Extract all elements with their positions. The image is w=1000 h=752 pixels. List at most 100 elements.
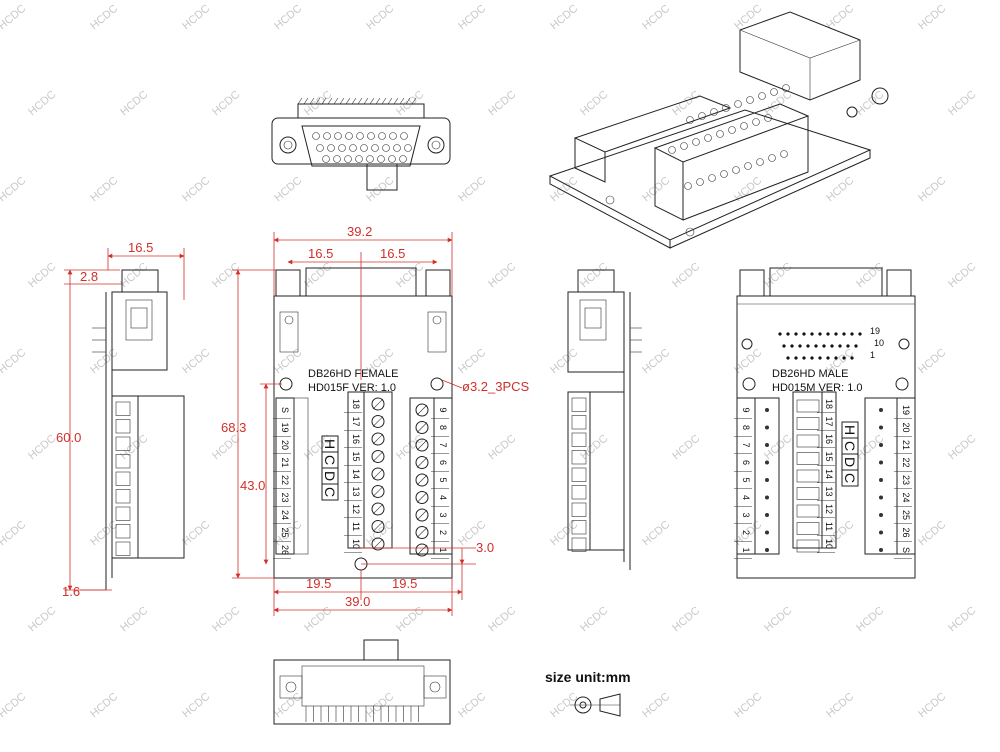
terminal-slot xyxy=(796,539,820,553)
pin-hole xyxy=(806,344,810,348)
pin-label: 3 xyxy=(741,512,751,517)
logo-letter: D xyxy=(322,471,338,481)
pin-hole xyxy=(850,332,854,336)
watermark-text: HCDC xyxy=(486,89,518,119)
watermark-text: HCDC xyxy=(456,175,488,205)
pin-hole xyxy=(782,344,786,348)
dsub-pin xyxy=(389,132,397,140)
watermark-text: HCDC xyxy=(394,261,426,291)
watermark-text: HCDC xyxy=(762,605,794,635)
watermark-text: HCDC xyxy=(88,691,120,721)
pin-label: 23 xyxy=(280,492,290,502)
side-view-right xyxy=(567,269,642,570)
dim-side-width: 16.5 xyxy=(128,240,153,255)
watermark-text: HCDC xyxy=(640,347,672,377)
watermark-text: HCDC xyxy=(394,605,426,635)
screw-head xyxy=(415,508,429,522)
pin-label: 1 xyxy=(741,547,751,552)
pin-label: 1 xyxy=(438,547,448,552)
watermark-text: HCDC xyxy=(824,691,856,721)
iso-screw xyxy=(696,178,704,186)
dim-bottom-half-right: 19.5 xyxy=(392,576,417,591)
watermark-text: HCDC xyxy=(578,261,610,291)
pin-hole xyxy=(810,332,814,336)
pin-label: 11 xyxy=(351,522,361,531)
watermark-text: HCDC xyxy=(180,519,212,549)
watermark-text: HCDC xyxy=(640,691,672,721)
watermark-text: HCDC xyxy=(486,605,518,635)
screw-head xyxy=(371,432,385,446)
watermark-text: HCDC xyxy=(854,605,886,635)
pin-label: 22 xyxy=(901,457,911,467)
iso-screw xyxy=(710,108,718,116)
pin-hole xyxy=(846,344,850,348)
pad-dot xyxy=(765,478,769,482)
watermark-text: HCDC xyxy=(0,691,28,721)
watermark-text: HCDC xyxy=(88,347,120,377)
watermark-text: HCDC xyxy=(364,3,396,33)
pin-hole xyxy=(778,332,782,336)
pin-label: S xyxy=(280,407,290,413)
pin-label: 9 xyxy=(741,407,751,412)
male-hcdc-logo: HCDC xyxy=(841,421,859,487)
pin-label: 6 xyxy=(438,460,448,465)
dsub-pin xyxy=(378,132,386,140)
iso-screw xyxy=(780,150,788,158)
watermark-text: HCDC xyxy=(272,691,304,721)
dim-side-pcb: 1.6 xyxy=(62,584,80,599)
iso-screw xyxy=(698,112,706,120)
dim-side-offset: 2.8 xyxy=(80,269,98,284)
watermark-text: HCDC xyxy=(640,519,672,549)
dim-bottom-width: 39.0 xyxy=(345,594,370,609)
watermark-text: HCDC xyxy=(762,433,794,463)
terminal-tooth xyxy=(571,450,587,465)
watermark-text: HCDC xyxy=(456,691,488,721)
iso-screw xyxy=(746,96,754,104)
dsub-pin xyxy=(367,132,375,140)
pin-label: 21 xyxy=(901,440,911,450)
iso-screw xyxy=(740,122,748,130)
terminal-tooth xyxy=(571,520,587,535)
terminal-slot xyxy=(796,469,820,483)
watermark-text: HCDC xyxy=(302,605,334,635)
watermark-text: HCDC xyxy=(640,175,672,205)
pad-dot xyxy=(879,478,883,482)
watermark-text: HCDC xyxy=(670,89,702,119)
watermark-text: HCDC xyxy=(916,347,948,377)
pin-label: 15 xyxy=(351,451,361,461)
watermark-text: HCDC xyxy=(916,175,948,205)
watermark-text: HCDC xyxy=(118,89,150,119)
watermark-text: HCDC xyxy=(118,605,150,635)
iso-screw xyxy=(768,154,776,162)
watermark-text: HCDC xyxy=(26,605,58,635)
watermark-text: HCDC xyxy=(946,605,978,635)
pin-label: 25 xyxy=(901,510,911,520)
pin-hole xyxy=(814,344,818,348)
pin-label: 16 xyxy=(351,434,361,444)
screw-head xyxy=(371,397,385,411)
logo-letter: D xyxy=(842,457,858,467)
iso-screw xyxy=(758,92,766,100)
pin-hole xyxy=(854,344,858,348)
watermark-text: HCDC xyxy=(946,433,978,463)
pad-dot xyxy=(879,513,883,517)
watermark-text: HCDC xyxy=(210,605,242,635)
terminal-block-side-right xyxy=(571,397,587,552)
watermark-text: HCDC xyxy=(180,175,212,205)
watermark-text: HCDC xyxy=(732,691,764,721)
dsub-pin xyxy=(327,144,335,152)
pin-label: 13 xyxy=(351,486,361,496)
watermark-text: HCDC xyxy=(118,261,150,291)
dsub-pin xyxy=(382,144,390,152)
pad-dot xyxy=(879,460,883,465)
watermark-text: HCDC xyxy=(762,89,794,119)
watermark-text: HCDC xyxy=(548,3,580,33)
screw-head xyxy=(371,537,385,551)
female-board-front: DB26HD FEMALE HD015F VER: 1.0 S192021222… xyxy=(273,267,453,579)
pin-label: 16 xyxy=(824,434,834,444)
pin-label: 11 xyxy=(824,522,834,531)
female-screw-column-right xyxy=(415,403,429,557)
watermark-text: HCDC xyxy=(0,175,28,205)
